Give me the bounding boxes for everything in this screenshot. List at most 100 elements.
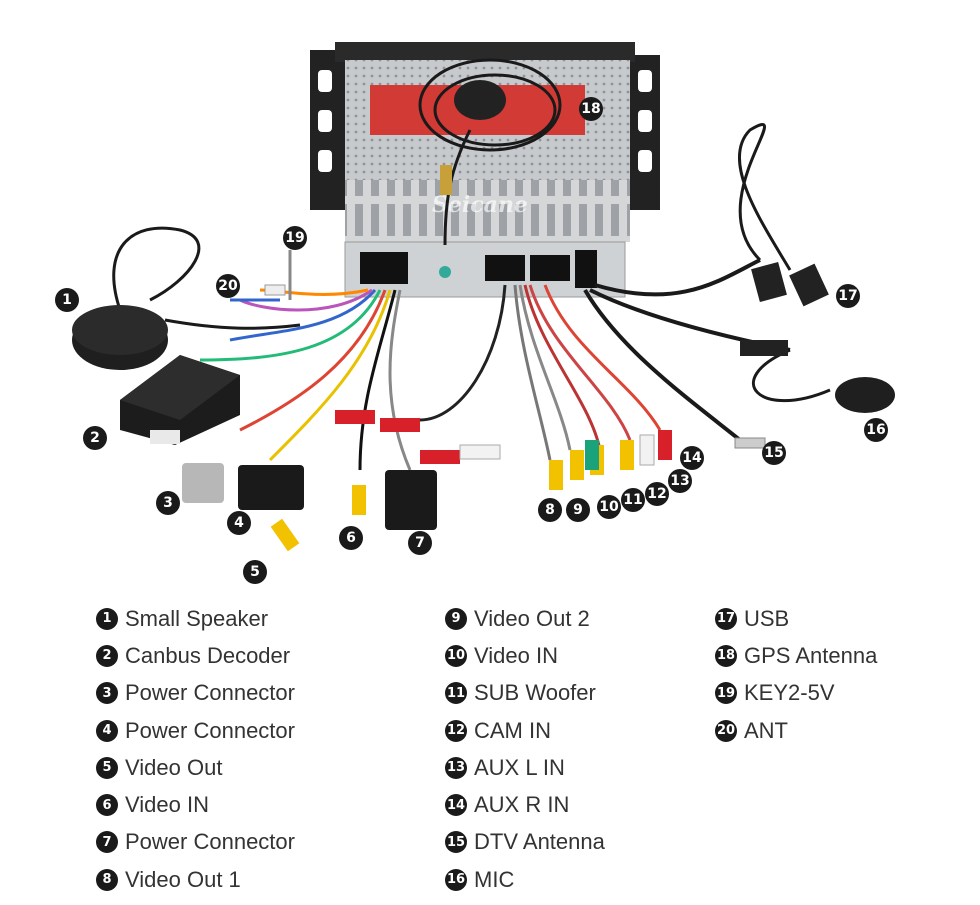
legend-number: 2	[96, 644, 118, 667]
legend-label: Video Out 1	[125, 866, 241, 892]
legend-label: Power Connector	[125, 680, 295, 706]
callout-13: 13	[668, 469, 692, 493]
heat-sink-vents	[345, 180, 630, 242]
callout-16: 16	[864, 418, 888, 442]
legend-label: Video IN	[125, 792, 209, 818]
legend-number: 4	[96, 719, 118, 742]
mounting-bracket-right	[625, 55, 660, 210]
callout-20: 20	[216, 274, 240, 298]
gps-antenna	[418, 58, 562, 246]
legend-number: 18	[715, 644, 737, 667]
callout-10: 10	[597, 495, 621, 519]
legend-number: 17	[715, 607, 737, 630]
wire-harness	[199, 250, 791, 471]
legend-item: 20 ANT	[715, 712, 877, 749]
legend-label: Small Speaker	[125, 605, 269, 631]
legend-number: 8	[96, 868, 118, 891]
legend-label: Power Connector	[125, 717, 295, 743]
legend-number: 7	[96, 831, 118, 854]
legend-item: 5 Video Out	[96, 749, 295, 786]
legend-item: 17 USB	[715, 600, 877, 637]
callout-9: 9	[566, 498, 590, 522]
legend-label: AUX L IN	[474, 754, 565, 780]
head-unit-top-frame	[335, 42, 635, 62]
legend-label: ANT	[744, 717, 788, 743]
callout-19: 19	[283, 226, 307, 250]
legend-number: 13	[445, 756, 467, 779]
legend-number: 1	[96, 607, 118, 630]
legend-number: 12	[445, 719, 467, 742]
legend-label: SUB Woofer	[474, 680, 596, 706]
legend-item: 8 Video Out 1	[96, 861, 295, 898]
callout-14: 14	[680, 446, 704, 470]
callout-3: 3	[156, 491, 180, 515]
callout-17: 17	[836, 284, 860, 308]
rear-av-socket	[485, 255, 525, 281]
legend-number: 5	[96, 756, 118, 779]
legend-number: 14	[445, 794, 467, 817]
legend-number: 19	[715, 682, 737, 705]
legend-label: MIC	[474, 866, 515, 892]
rear-aux-socket	[530, 255, 570, 281]
rear-usb-socket	[575, 250, 597, 288]
callout-18: 18	[579, 97, 603, 121]
legend-item: 2 Canbus Decoder	[96, 637, 295, 674]
ant-tag	[264, 284, 286, 296]
legend-number: 20	[715, 719, 737, 742]
legend-label: KEY2-5V	[744, 680, 835, 706]
callout-6: 6	[339, 526, 363, 550]
legend-number: 15	[445, 831, 467, 854]
callout-5: 5	[243, 560, 267, 584]
power-connector-grey	[182, 463, 224, 503]
callout-1: 1	[55, 288, 79, 312]
callout-2: 2	[83, 426, 107, 450]
legend-label: GPS Antenna	[744, 642, 878, 668]
microphone	[740, 340, 895, 413]
callout-7: 7	[408, 531, 432, 555]
legend-item: 10 Video IN	[445, 637, 605, 674]
legend-item: 3 Power Connector	[96, 675, 295, 712]
callout-15: 15	[762, 441, 786, 465]
mounting-bracket-left	[310, 50, 345, 210]
legend-number: 10	[445, 644, 467, 667]
power-connector-black-left	[238, 465, 304, 510]
legend-label: Video Out 2	[474, 605, 590, 631]
legend-number: 3	[96, 682, 118, 705]
legend-item: 4 Power Connector	[96, 712, 295, 749]
ground-sticker	[439, 266, 451, 278]
legend-item: 18 GPS Antenna	[715, 637, 877, 674]
legend-item: 7 Power Connector	[96, 824, 295, 861]
wiring-diagram: Seicane	[55, 42, 895, 584]
canbus-decoder	[120, 355, 240, 445]
legend-item: 19 KEY2-5V	[715, 675, 877, 712]
legend-label: Power Connector	[125, 829, 295, 855]
power-connector-black-right	[385, 470, 437, 530]
rear-power-socket	[360, 252, 408, 284]
dtv-antenna-plug	[734, 437, 766, 449]
legend-label: Canbus Decoder	[125, 642, 291, 668]
usb-cables	[738, 123, 829, 307]
legend-label: Video IN	[474, 642, 558, 668]
legend-label: USB	[744, 605, 790, 631]
legend-number: 6	[96, 794, 118, 817]
legend-item: 11 SUB Woofer	[445, 675, 605, 712]
callout-8: 8	[538, 498, 562, 522]
diagram-illustration: Seicane	[72, 42, 895, 552]
legend-number: 11	[445, 682, 467, 705]
legend-column-3: 17 USB 18 GPS Antenna 19 KEY2-5V 20 ANT	[715, 600, 877, 749]
legend-label: AUX R IN	[474, 792, 570, 818]
legend-number: 9	[445, 607, 467, 630]
rca-plugs	[270, 410, 672, 552]
legend-label: Video Out	[125, 754, 223, 780]
callout-4: 4	[227, 511, 251, 535]
legend-item: 14 AUX R IN	[445, 786, 605, 823]
legend-item: 13 AUX L IN	[445, 749, 605, 786]
callout-11: 11	[621, 488, 645, 512]
small-speaker	[72, 226, 301, 370]
